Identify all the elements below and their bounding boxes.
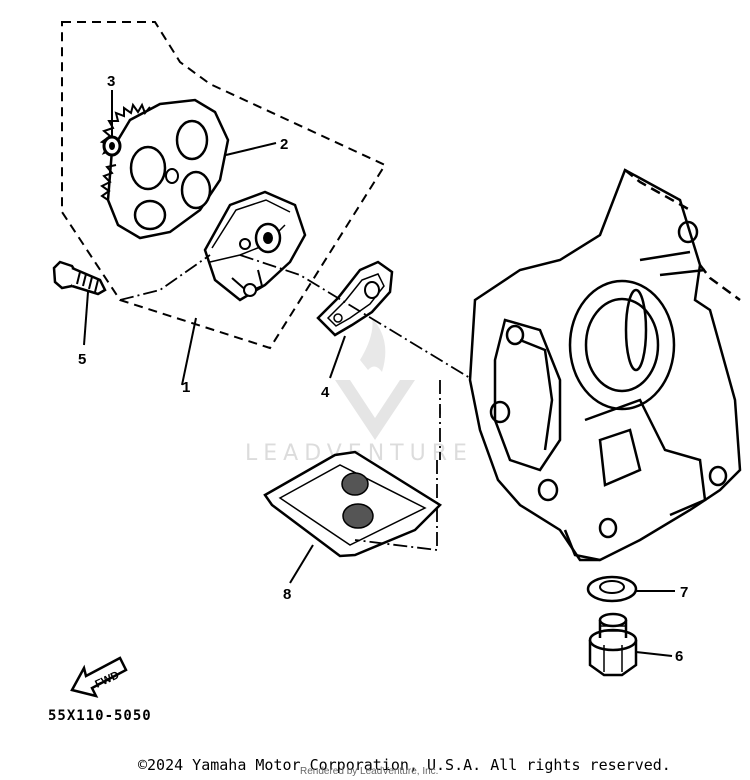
part-oil-pump-body — [203, 190, 307, 302]
alignment-lines — [119, 254, 471, 552]
rendered-by-text: Rendered by LeadVenture, Inc. — [300, 766, 439, 777]
callout-2: 2 — [280, 136, 288, 153]
callout-8: 8 — [283, 586, 291, 603]
callout-3: 3 — [107, 73, 115, 90]
drawing-code: 55X110-5050 — [48, 708, 152, 724]
part-circlip — [102, 135, 122, 157]
part-gasket — [316, 260, 394, 337]
part-drain-plug — [588, 612, 638, 677]
callout-4: 4 — [321, 384, 330, 401]
leader-lines — [83, 90, 675, 657]
part-strainer — [263, 450, 442, 558]
part-washer — [586, 575, 638, 603]
copyright-text: ©2024 Yamaha Motor Corporation, U.S.A. A… — [138, 756, 671, 774]
fwd-arrow-icon: FWD — [70, 656, 128, 698]
callout-5: 5 — [78, 351, 86, 368]
assembly-boundary-dashed — [61, 21, 387, 350]
part-bolt — [52, 260, 107, 296]
callout-1: 1 — [182, 379, 190, 396]
callout-6: 6 — [675, 648, 683, 665]
callout-7: 7 — [680, 584, 688, 601]
part-crankcase — [468, 168, 742, 562]
leadventure-watermark: LEADVENTURE — [245, 318, 467, 466]
part-gear — [99, 98, 230, 240]
